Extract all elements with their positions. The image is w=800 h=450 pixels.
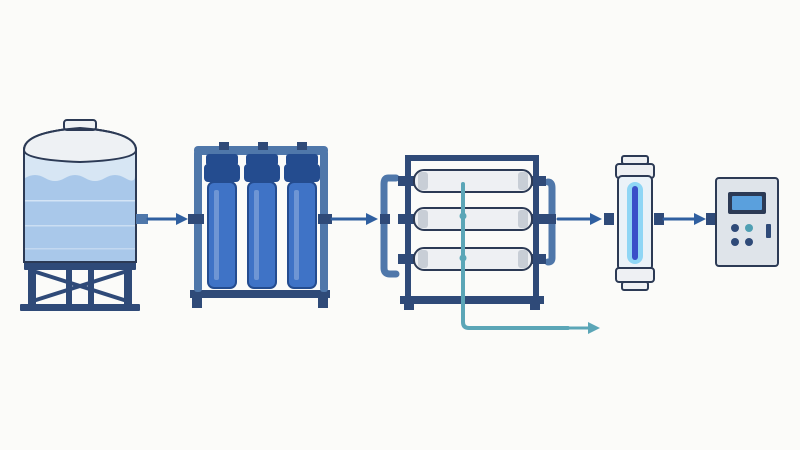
panel-button-4 [745,238,753,246]
tank-stand [20,262,140,311]
storage-tank [20,119,148,311]
ro-membrane-1 [398,169,546,193]
cartridge-filter-2 [244,154,280,289]
flow-arrow-4 [662,213,706,225]
panel-button-2 [745,224,753,232]
flow-arrow-3 [556,213,602,225]
control-panel-cabinet [715,177,779,267]
outlet-arrow-icon [568,322,600,334]
ro-membrane-3 [398,247,546,271]
flow-arrow-2 [330,213,378,225]
control-panel [706,177,779,267]
cartridge-filter-1 [204,154,240,289]
tank-lid [63,119,97,131]
ro-membrane-2 [398,207,546,231]
tank-outlet-pipe [136,214,148,224]
tank-water [25,175,135,261]
panel-button-3 [731,238,739,246]
cartridge-filter-3 [284,154,320,289]
panel-button-1 [731,224,739,232]
panel-switch [766,224,771,238]
uv-sterilizer [604,155,664,291]
flow-arrow-1 [146,213,188,225]
cartridge-prefilter-unit [188,142,332,308]
permeate-line [459,182,570,330]
ro-membrane-rack [380,155,600,334]
tank-dome [22,126,138,164]
